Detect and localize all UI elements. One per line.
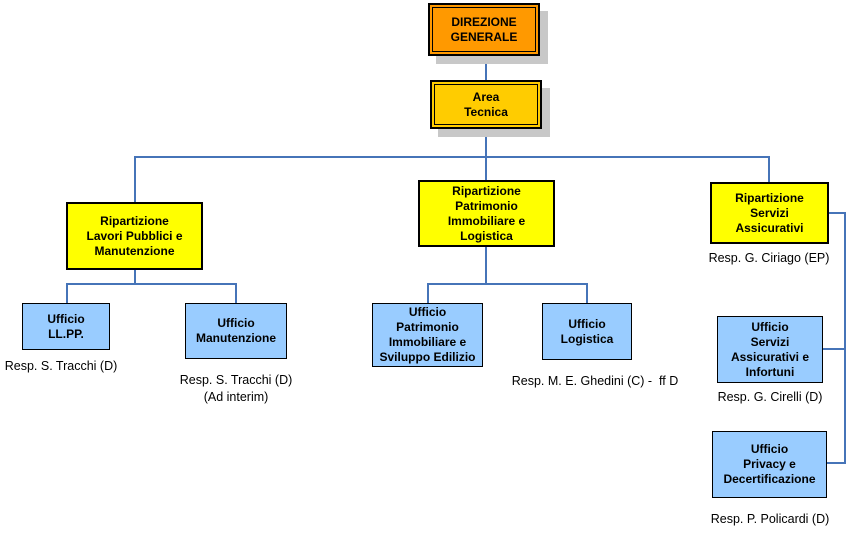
connector-rail-to-logistica bbox=[586, 283, 588, 303]
org-box-ufficio-patrimonio-immobiliare: Ufficio Patrimonio Immobiliare e Svilupp… bbox=[372, 303, 483, 367]
connector-rail-to-patrimonio-imm bbox=[427, 283, 429, 303]
connector-rail-to-manutenzione bbox=[235, 283, 237, 303]
connector-rail-to-llpp bbox=[66, 283, 68, 303]
org-box-label: Ripartizione Lavori Pubblici e Manutenzi… bbox=[86, 213, 183, 258]
connector-servizi-right bbox=[829, 212, 845, 214]
org-box-label: Ufficio Manutenzione bbox=[196, 316, 276, 345]
org-box-label: Ripartizione Patrimonio Immobiliare e Lo… bbox=[447, 183, 526, 243]
org-box-label: Ufficio Privacy e Decertificazione bbox=[723, 442, 816, 486]
connector-patrimonio-down bbox=[485, 247, 487, 283]
org-box-direzione-generale: DIREZIONE GENERALE bbox=[428, 3, 540, 56]
connector-main-rail bbox=[134, 156, 770, 158]
org-box-ripartizione-patrimonio: Ripartizione Patrimonio Immobiliare e Lo… bbox=[418, 180, 555, 247]
org-box-ufficio-llpp: Ufficio LL.PP. bbox=[22, 303, 110, 350]
connector-lavori-down bbox=[134, 270, 136, 283]
org-box-ufficio-servizi-assicurativi-infortuni: Ufficio Servizi Assicurativi e Infortuni bbox=[717, 316, 823, 383]
caption-resp-cirelli: Resp. G. Cirelli (D) bbox=[717, 390, 823, 404]
connector-rail-to-servizi-inf bbox=[823, 348, 844, 350]
org-box-area-tecnica: Area Tecnica bbox=[430, 80, 542, 129]
org-box-label: Area Tecnica bbox=[464, 89, 508, 119]
org-box-label: Ufficio Logistica bbox=[560, 316, 614, 346]
org-box-label: DIREZIONE GENERALE bbox=[450, 14, 518, 44]
org-box-ripartizione-lavori-pubblici: Ripartizione Lavori Pubblici e Manutenzi… bbox=[66, 202, 203, 270]
org-box-label: Ufficio Patrimonio Immobiliare e Svilupp… bbox=[379, 305, 476, 364]
org-box-label: Ripartizione Servizi Assicurativi bbox=[735, 190, 804, 235]
org-box-ufficio-privacy-decertificazione: Ufficio Privacy e Decertificazione bbox=[712, 431, 827, 498]
connector-area-down bbox=[485, 129, 487, 157]
connector-rail-to-privacy bbox=[827, 462, 844, 464]
connector-rail-to-servizi bbox=[768, 156, 770, 182]
org-box-label: Ufficio LL.PP. bbox=[47, 311, 85, 341]
caption-resp-tracchi: Resp. S. Tracchi (D) bbox=[4, 359, 118, 373]
connector-rail-to-lavori bbox=[134, 156, 136, 202]
connector-rail-to-patrimonio bbox=[485, 156, 487, 180]
connector-servizi-side-rail bbox=[844, 212, 846, 464]
connector-lavori-rail bbox=[66, 283, 237, 285]
caption-resp-tracchi-interim: Resp. S. Tracchi (D) (Ad interim) bbox=[179, 373, 293, 404]
org-box-ripartizione-servizi-assicurativi: Ripartizione Servizi Assicurativi bbox=[710, 182, 829, 244]
caption-resp-ciriago: Resp. G. Ciriago (EP) bbox=[708, 251, 830, 265]
org-box-label: Ufficio Servizi Assicurativi e Infortuni bbox=[730, 319, 810, 379]
caption-resp-policardi: Resp. P. Policardi (D) bbox=[710, 512, 830, 526]
org-box-ufficio-manutenzione: Ufficio Manutenzione bbox=[185, 303, 287, 359]
connector-direzione-area bbox=[485, 56, 487, 80]
connector-patrimonio-rail bbox=[427, 283, 588, 285]
org-box-ufficio-logistica: Ufficio Logistica bbox=[542, 303, 632, 360]
caption-resp-ghedini: Resp. M. E. Ghedini (C) - ff D bbox=[511, 374, 679, 388]
